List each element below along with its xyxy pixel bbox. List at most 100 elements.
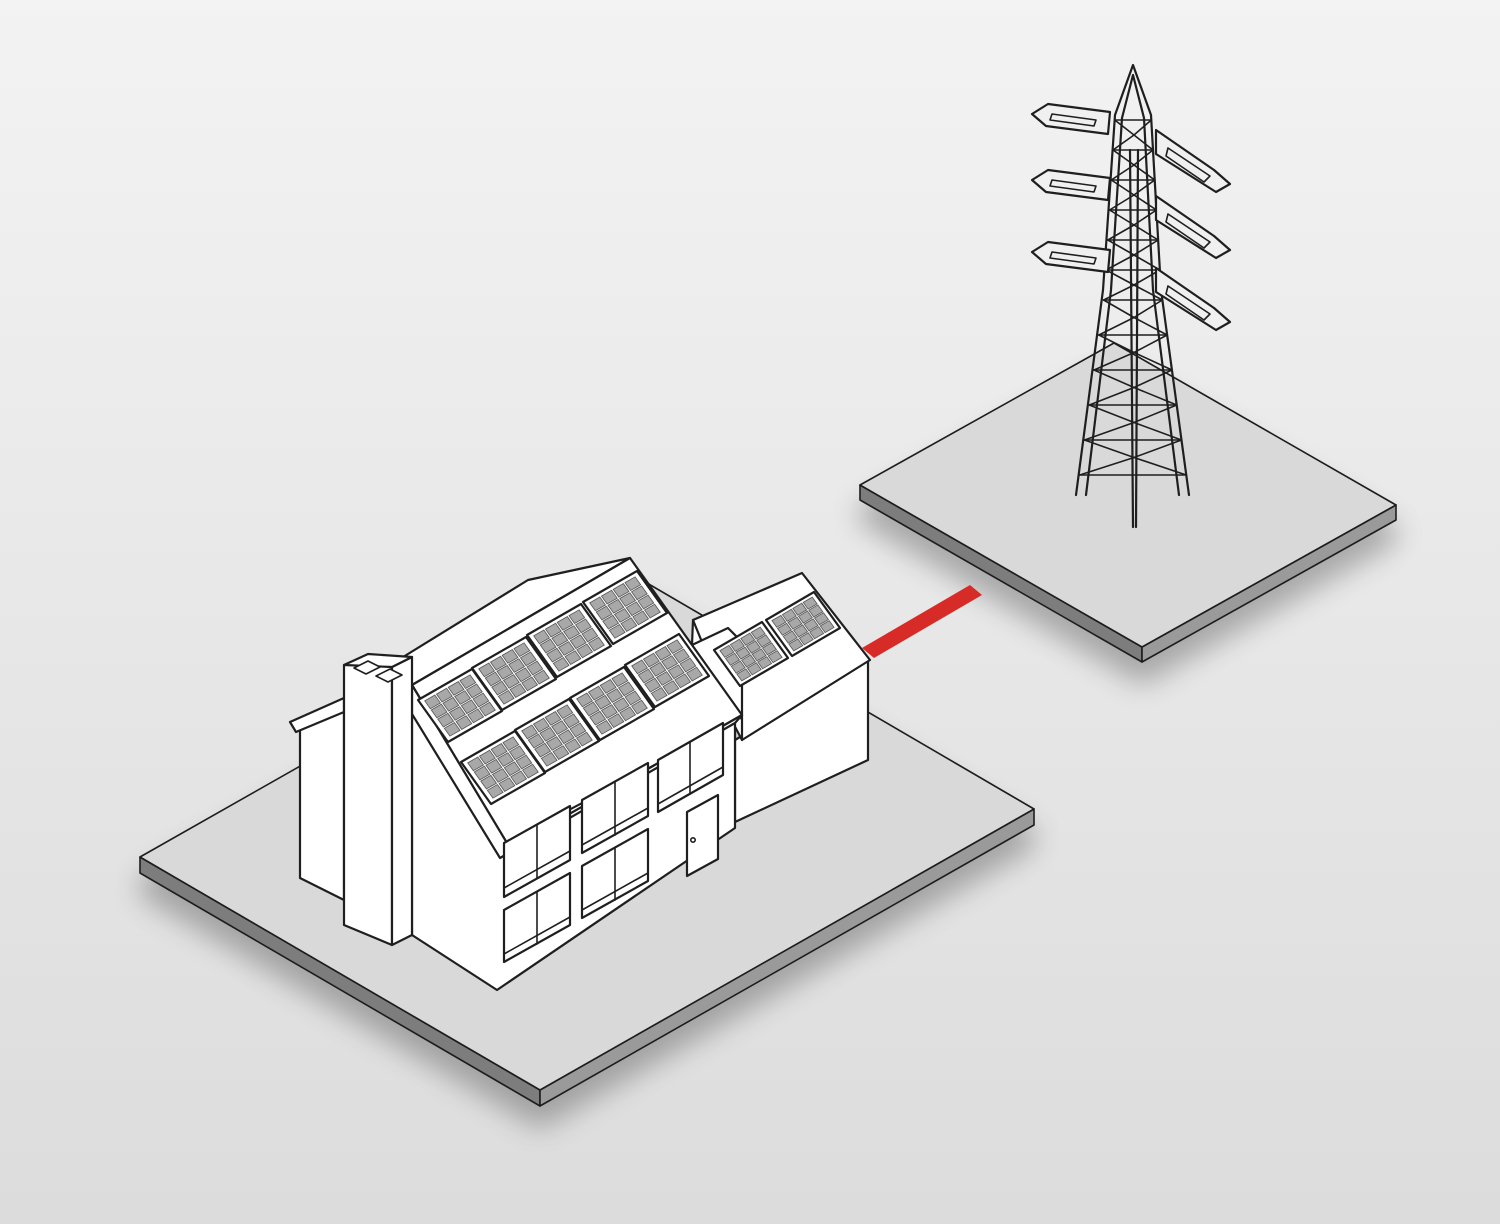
- solar-cell: [515, 754, 533, 770]
- solar-cell: [467, 708, 485, 724]
- lattice-strut: [1107, 239, 1135, 256]
- solar-cell: [526, 660, 544, 676]
- solar-cell: [569, 634, 587, 650]
- solar-cell: [602, 614, 620, 630]
- solar-cell: [719, 644, 735, 658]
- solar-cell: [625, 601, 643, 617]
- solar-cell: [539, 638, 557, 654]
- solar-cell: [497, 752, 515, 767]
- solar-cell: [746, 662, 762, 676]
- solar-cell: [611, 672, 629, 688]
- solar-cell: [508, 745, 526, 761]
- lattice-strut: [1133, 334, 1168, 354]
- solar-cell: [485, 758, 503, 774]
- solar-cell: [498, 777, 516, 792]
- solar-cell: [552, 745, 570, 760]
- lattice-strut: [1133, 239, 1159, 256]
- solar-cell: [455, 715, 473, 730]
- pylon-lattice: [1078, 119, 1188, 476]
- solar-panel: [764, 590, 842, 658]
- lattice-strut: [1133, 386, 1178, 406]
- lattice-strut: [1098, 334, 1135, 354]
- solar-cell: [442, 696, 460, 712]
- lattice-strut: [1083, 421, 1135, 441]
- solar-cell: [478, 662, 496, 678]
- solar-cell: [589, 710, 607, 726]
- solar-cell: [750, 626, 766, 640]
- lattice-strut: [1133, 149, 1154, 166]
- solar-cell: [809, 626, 825, 640]
- solar-cell: [576, 692, 594, 708]
- solar-cell: [685, 666, 703, 682]
- solar-cell: [745, 640, 761, 654]
- solar-cell: [813, 612, 830, 626]
- solar-cell: [643, 603, 661, 619]
- solar-cell: [574, 618, 592, 634]
- solar-cell: [776, 622, 793, 636]
- lattice-strut: [1133, 209, 1158, 226]
- solar-cell: [544, 711, 562, 726]
- lattice-strut: [1108, 194, 1135, 211]
- grid-connection-line: [862, 585, 982, 658]
- solar-cell: [521, 676, 539, 692]
- solar-cell: [650, 686, 668, 702]
- solar-cell: [730, 660, 746, 674]
- solar-cell: [632, 610, 650, 626]
- solar-cell: [502, 674, 520, 689]
- solar-cell: [454, 690, 472, 705]
- solar-cell: [557, 641, 575, 656]
- solar-cell: [510, 770, 528, 786]
- lattice-strut: [1133, 179, 1156, 196]
- solar-cell: [490, 743, 508, 758]
- lattice-strut: [1133, 439, 1183, 459]
- solar-cell: [735, 646, 751, 660]
- solar-cell: [562, 713, 580, 729]
- lattice-strut: [1093, 351, 1135, 371]
- solar-cell: [496, 664, 514, 680]
- solar-cell: [514, 667, 532, 683]
- solar-cell: [612, 583, 630, 598]
- solar-cell: [501, 649, 519, 664]
- solar-cell: [460, 699, 478, 715]
- lattice-strut: [1083, 439, 1135, 459]
- lattice-strut: [1102, 284, 1135, 301]
- lattice-strut: [1088, 386, 1135, 406]
- solar-cell: [539, 726, 557, 742]
- solar-cell: [473, 765, 491, 781]
- lattice-strut: [1113, 119, 1135, 136]
- solar-cell: [564, 650, 582, 665]
- house-with-solar-panels: [288, 556, 872, 992]
- solar-panel: [568, 665, 656, 742]
- solar-cell: [617, 681, 635, 697]
- solar-cell: [666, 639, 684, 655]
- solar-cell: [447, 681, 465, 696]
- solar-cell: [467, 756, 485, 772]
- front-windows: [502, 721, 725, 964]
- solar-cell: [582, 701, 600, 717]
- solar-cell: [521, 763, 539, 779]
- solar-panels-extension-roof: [712, 590, 842, 688]
- solar-cell: [808, 604, 824, 618]
- solar-cell: [545, 736, 563, 751]
- solar-cell: [484, 671, 502, 687]
- solar-cell: [587, 685, 605, 701]
- lattice-strut: [1133, 351, 1173, 371]
- solar-cell: [519, 651, 537, 667]
- lattice-strut: [1133, 404, 1178, 424]
- solar-cell: [478, 749, 496, 765]
- solar-cell: [781, 608, 797, 622]
- pylon-platform: [859, 342, 1397, 663]
- lattice-strut: [1105, 269, 1135, 286]
- lattice-strut: [1107, 224, 1135, 241]
- pylon-cross-arm: [1030, 240, 1232, 332]
- lattice-strut: [1108, 209, 1135, 226]
- solar-cell: [478, 701, 496, 717]
- solar-cell: [532, 669, 550, 685]
- lattice-strut: [1133, 284, 1164, 301]
- solar-cell: [424, 694, 442, 710]
- solar-cell: [620, 617, 638, 632]
- solar-cell: [435, 687, 453, 703]
- lattice-strut: [1133, 421, 1183, 441]
- solar-cell: [612, 697, 630, 713]
- solar-cell: [551, 631, 569, 647]
